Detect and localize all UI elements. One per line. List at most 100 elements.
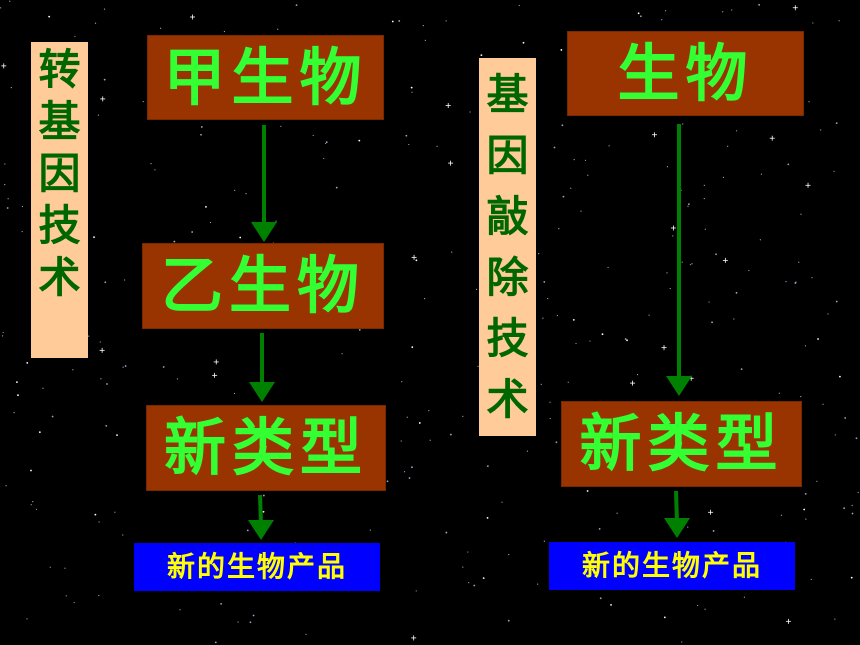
star bbox=[843, 507, 846, 510]
star bbox=[26, 361, 29, 364]
right-step1-box: 生物 bbox=[567, 31, 804, 116]
star bbox=[722, 11, 724, 13]
star bbox=[116, 434, 118, 437]
star bbox=[7, 198, 9, 200]
star bbox=[480, 54, 483, 57]
right-label-char: 术 bbox=[486, 375, 529, 424]
star bbox=[104, 281, 107, 284]
star bbox=[540, 383, 542, 385]
star bbox=[93, 236, 95, 239]
star bbox=[543, 540, 545, 542]
star bbox=[687, 203, 690, 206]
left-label-char: 技 bbox=[38, 201, 81, 250]
star bbox=[688, 375, 694, 381]
star bbox=[173, 240, 176, 243]
star bbox=[200, 133, 202, 136]
star bbox=[410, 86, 413, 89]
star bbox=[816, 480, 818, 482]
star bbox=[682, 123, 684, 125]
star bbox=[369, 529, 371, 531]
star bbox=[30, 469, 32, 472]
star bbox=[103, 78, 106, 81]
star bbox=[850, 576, 853, 579]
star bbox=[323, 157, 325, 160]
star bbox=[501, 501, 503, 503]
star bbox=[561, 124, 564, 127]
star bbox=[626, 339, 628, 342]
star bbox=[408, 143, 410, 146]
star bbox=[408, 477, 411, 479]
star bbox=[448, 160, 454, 166]
star bbox=[599, 597, 602, 600]
star bbox=[733, 318, 735, 320]
left-step1-box: 甲生物 bbox=[147, 35, 384, 120]
star bbox=[639, 15, 642, 18]
star bbox=[237, 621, 239, 623]
star bbox=[445, 103, 451, 109]
star bbox=[624, 338, 627, 340]
star bbox=[672, 235, 674, 237]
star bbox=[526, 450, 529, 452]
star bbox=[262, 510, 265, 513]
star bbox=[542, 317, 544, 319]
star bbox=[689, 264, 692, 266]
star bbox=[159, 27, 162, 29]
star bbox=[835, 300, 838, 303]
star bbox=[722, 176, 725, 179]
star bbox=[100, 378, 102, 380]
star bbox=[681, 641, 683, 643]
star bbox=[64, 567, 66, 569]
star bbox=[325, 141, 328, 144]
star bbox=[676, 283, 679, 286]
star bbox=[245, 193, 247, 195]
star bbox=[808, 101, 810, 103]
star bbox=[94, 22, 97, 24]
star bbox=[810, 578, 812, 581]
star bbox=[398, 20, 401, 22]
star bbox=[607, 266, 609, 269]
star bbox=[262, 494, 265, 497]
star bbox=[268, 386, 271, 388]
star bbox=[429, 439, 431, 441]
star bbox=[97, 114, 100, 116]
star bbox=[176, 378, 179, 380]
star bbox=[670, 225, 676, 231]
star bbox=[249, 621, 252, 624]
star bbox=[418, 422, 421, 424]
star bbox=[537, 583, 539, 585]
star bbox=[428, 410, 430, 412]
star bbox=[401, 381, 403, 383]
star bbox=[74, 35, 76, 38]
star bbox=[1, 335, 4, 337]
star bbox=[508, 554, 510, 556]
star bbox=[722, 257, 728, 263]
star bbox=[462, 566, 464, 568]
star bbox=[462, 415, 464, 417]
left-step2-box: 乙生物 bbox=[142, 243, 384, 329]
star bbox=[124, 365, 127, 367]
star bbox=[105, 424, 108, 427]
star bbox=[451, 251, 453, 253]
star bbox=[803, 508, 806, 511]
star bbox=[122, 366, 124, 368]
star bbox=[445, 20, 447, 22]
star bbox=[422, 25, 424, 27]
star bbox=[780, 514, 783, 516]
star bbox=[295, 4, 298, 7]
star bbox=[665, 10, 667, 12]
star bbox=[562, 195, 565, 198]
star bbox=[748, 269, 750, 272]
star bbox=[666, 272, 668, 274]
star bbox=[386, 480, 389, 483]
star bbox=[616, 512, 618, 514]
star bbox=[661, 19, 663, 21]
star bbox=[610, 603, 612, 606]
right-technique-label: 基 因 敲 除 技 术 bbox=[479, 58, 536, 436]
star bbox=[35, 508, 38, 510]
star bbox=[4, 163, 6, 165]
star bbox=[586, 490, 589, 492]
star bbox=[10, 86, 12, 89]
star bbox=[820, 129, 822, 131]
star bbox=[560, 49, 563, 51]
star bbox=[213, 359, 219, 365]
